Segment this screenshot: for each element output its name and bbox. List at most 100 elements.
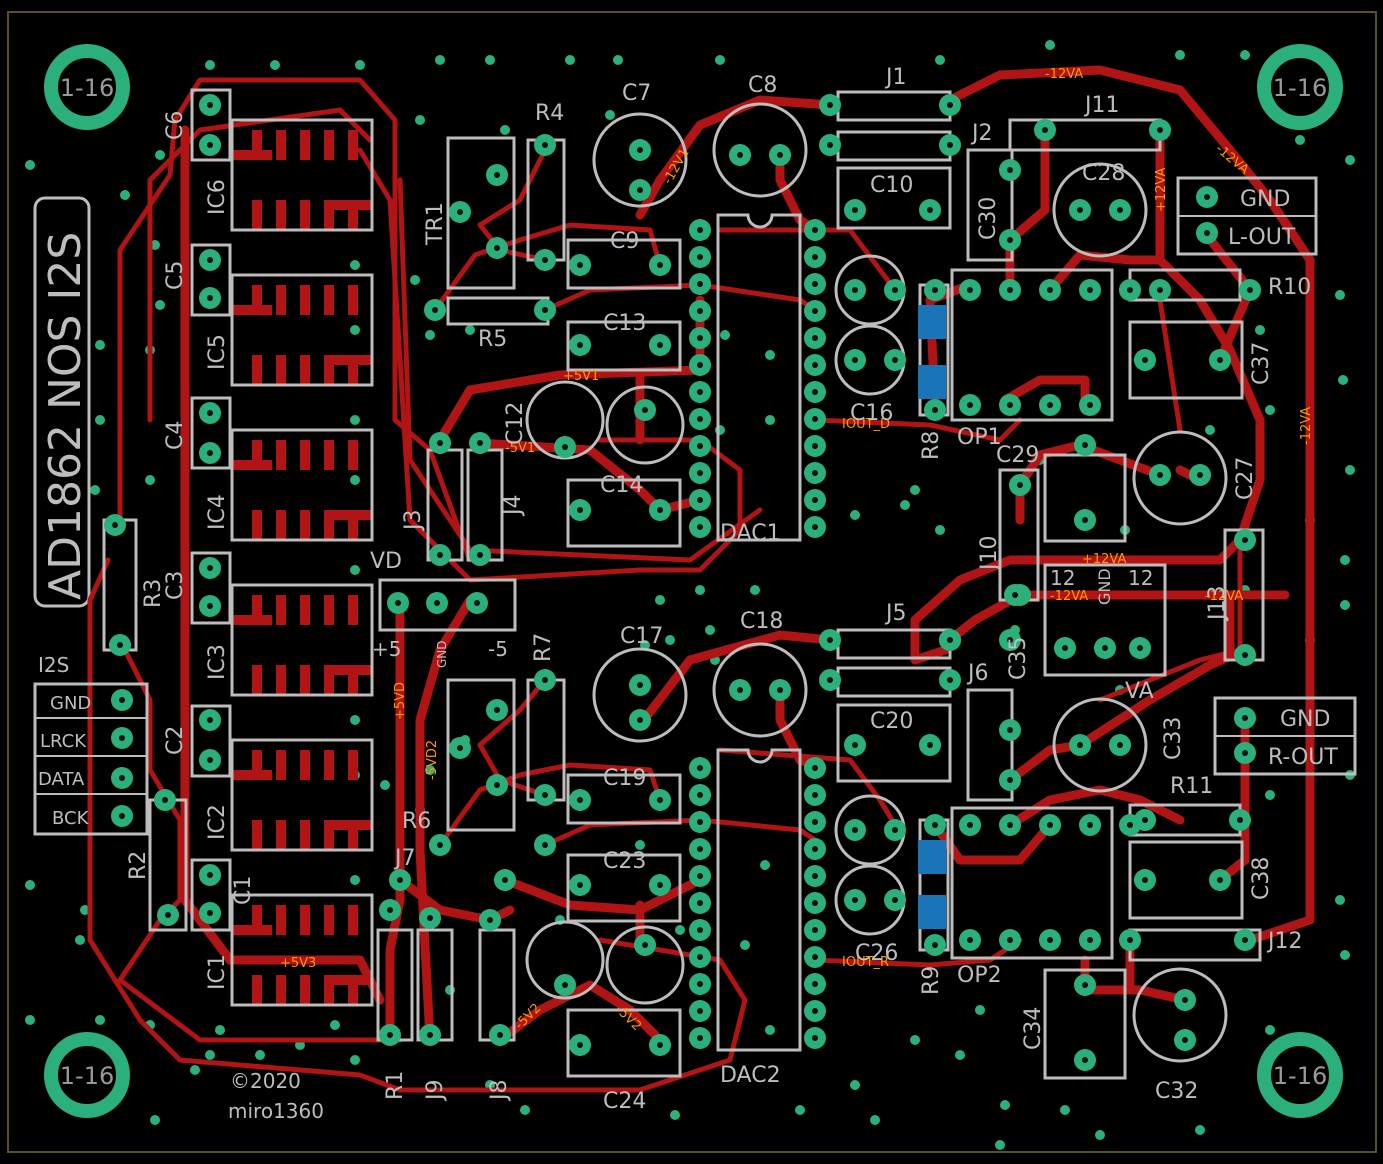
drill-hole [1157, 127, 1163, 133]
smd-pad [252, 130, 262, 160]
drill-hole [657, 262, 663, 268]
drill-hole [1247, 287, 1253, 293]
drill-hole [657, 882, 663, 888]
refdes: J2 [970, 121, 993, 146]
drill-hole [812, 981, 818, 987]
via [350, 1055, 360, 1065]
refdes: C16 [850, 401, 893, 426]
via [870, 1115, 880, 1125]
via [795, 1105, 805, 1115]
smd-pad [276, 355, 286, 385]
drill-hole [947, 637, 953, 643]
via [205, 1050, 215, 1060]
drill-hole [207, 717, 213, 723]
drill-hole [812, 1008, 818, 1014]
vd-pin-label: +5 [372, 637, 401, 661]
refdes: DAC1 [720, 521, 781, 546]
smd-pad [252, 750, 262, 780]
net-label: IOUT_D [842, 417, 890, 432]
l-out-pin-label: L-OUT [1228, 225, 1296, 250]
refdes: R6 [402, 809, 431, 834]
via [425, 330, 435, 340]
via [255, 1050, 265, 1060]
via [145, 475, 155, 485]
via [765, 415, 775, 425]
drill-hole [119, 697, 125, 703]
drill-hole [1047, 287, 1053, 293]
via [1205, 425, 1215, 435]
via [1175, 50, 1185, 60]
smd-pad [276, 200, 286, 230]
smd-pad [324, 510, 334, 540]
smd-pad [324, 820, 334, 850]
drill-hole [1087, 287, 1093, 293]
refdes: J13 [1205, 586, 1230, 622]
smd-pad [324, 285, 334, 315]
drill-hole [437, 842, 443, 848]
smd-pad [348, 665, 358, 695]
drill-hole [119, 735, 125, 741]
via [415, 115, 425, 125]
via [330, 1020, 340, 1030]
drill-hole [427, 1032, 433, 1038]
smd-pad [276, 750, 286, 780]
drill-hole [812, 389, 818, 395]
smd-pad [300, 905, 310, 935]
vd-pin-label: -5 [488, 637, 508, 661]
via [155, 150, 165, 160]
drill-hole [207, 872, 213, 878]
net-label: -12VA [1299, 407, 1314, 445]
drill-hole [1242, 537, 1248, 543]
r-out-pin-label: R-OUT [1268, 745, 1338, 770]
via [760, 860, 770, 870]
via [1340, 555, 1350, 565]
refdes: IC4 [205, 494, 230, 530]
drill-hole [1242, 652, 1248, 658]
via [75, 935, 85, 945]
smd-pad [232, 925, 272, 935]
refdes: C4 [163, 421, 188, 450]
via [910, 485, 920, 495]
drill-hole [697, 470, 703, 476]
refdes: R11 [1170, 774, 1213, 799]
drill-hole [967, 402, 973, 408]
drill-hole [697, 362, 703, 368]
drill-hole [657, 797, 663, 803]
refdes: J4 [501, 495, 526, 518]
refdes: OP1 [957, 425, 1002, 450]
smd-pad [276, 595, 286, 625]
via [635, 840, 645, 850]
drill-hole [637, 147, 643, 153]
drill-hole [1082, 1057, 1088, 1063]
via [520, 1105, 530, 1115]
drill-hole [1217, 877, 1223, 883]
drill-hole [1142, 877, 1148, 883]
drill-hole [967, 937, 973, 943]
via [1265, 1025, 1275, 1035]
drill-hole [437, 552, 443, 558]
refdes: C14 [600, 473, 643, 498]
vd-pin-label: GND [435, 640, 449, 668]
via [655, 595, 665, 605]
via [95, 1015, 105, 1025]
smd-pad [300, 750, 310, 780]
drill-hole [1007, 237, 1013, 243]
drill-hole [1142, 817, 1148, 823]
refdes: C1 [231, 876, 256, 905]
via [975, 1005, 985, 1015]
refdes: R5 [478, 327, 507, 352]
drill-hole [165, 912, 171, 918]
via [90, 485, 100, 495]
refdes: TR1 [423, 202, 448, 246]
smd-pad [348, 820, 358, 850]
smd-pad [348, 905, 358, 935]
smd-pad [332, 510, 372, 520]
drill-hole [812, 416, 818, 422]
drill-hole [1242, 750, 1248, 756]
drill-hole [1007, 937, 1013, 943]
refdes: C33 [1161, 717, 1186, 760]
via [25, 160, 35, 170]
l-out-connector: GND L-OUT [1176, 176, 1318, 256]
drill-hole [642, 942, 648, 948]
